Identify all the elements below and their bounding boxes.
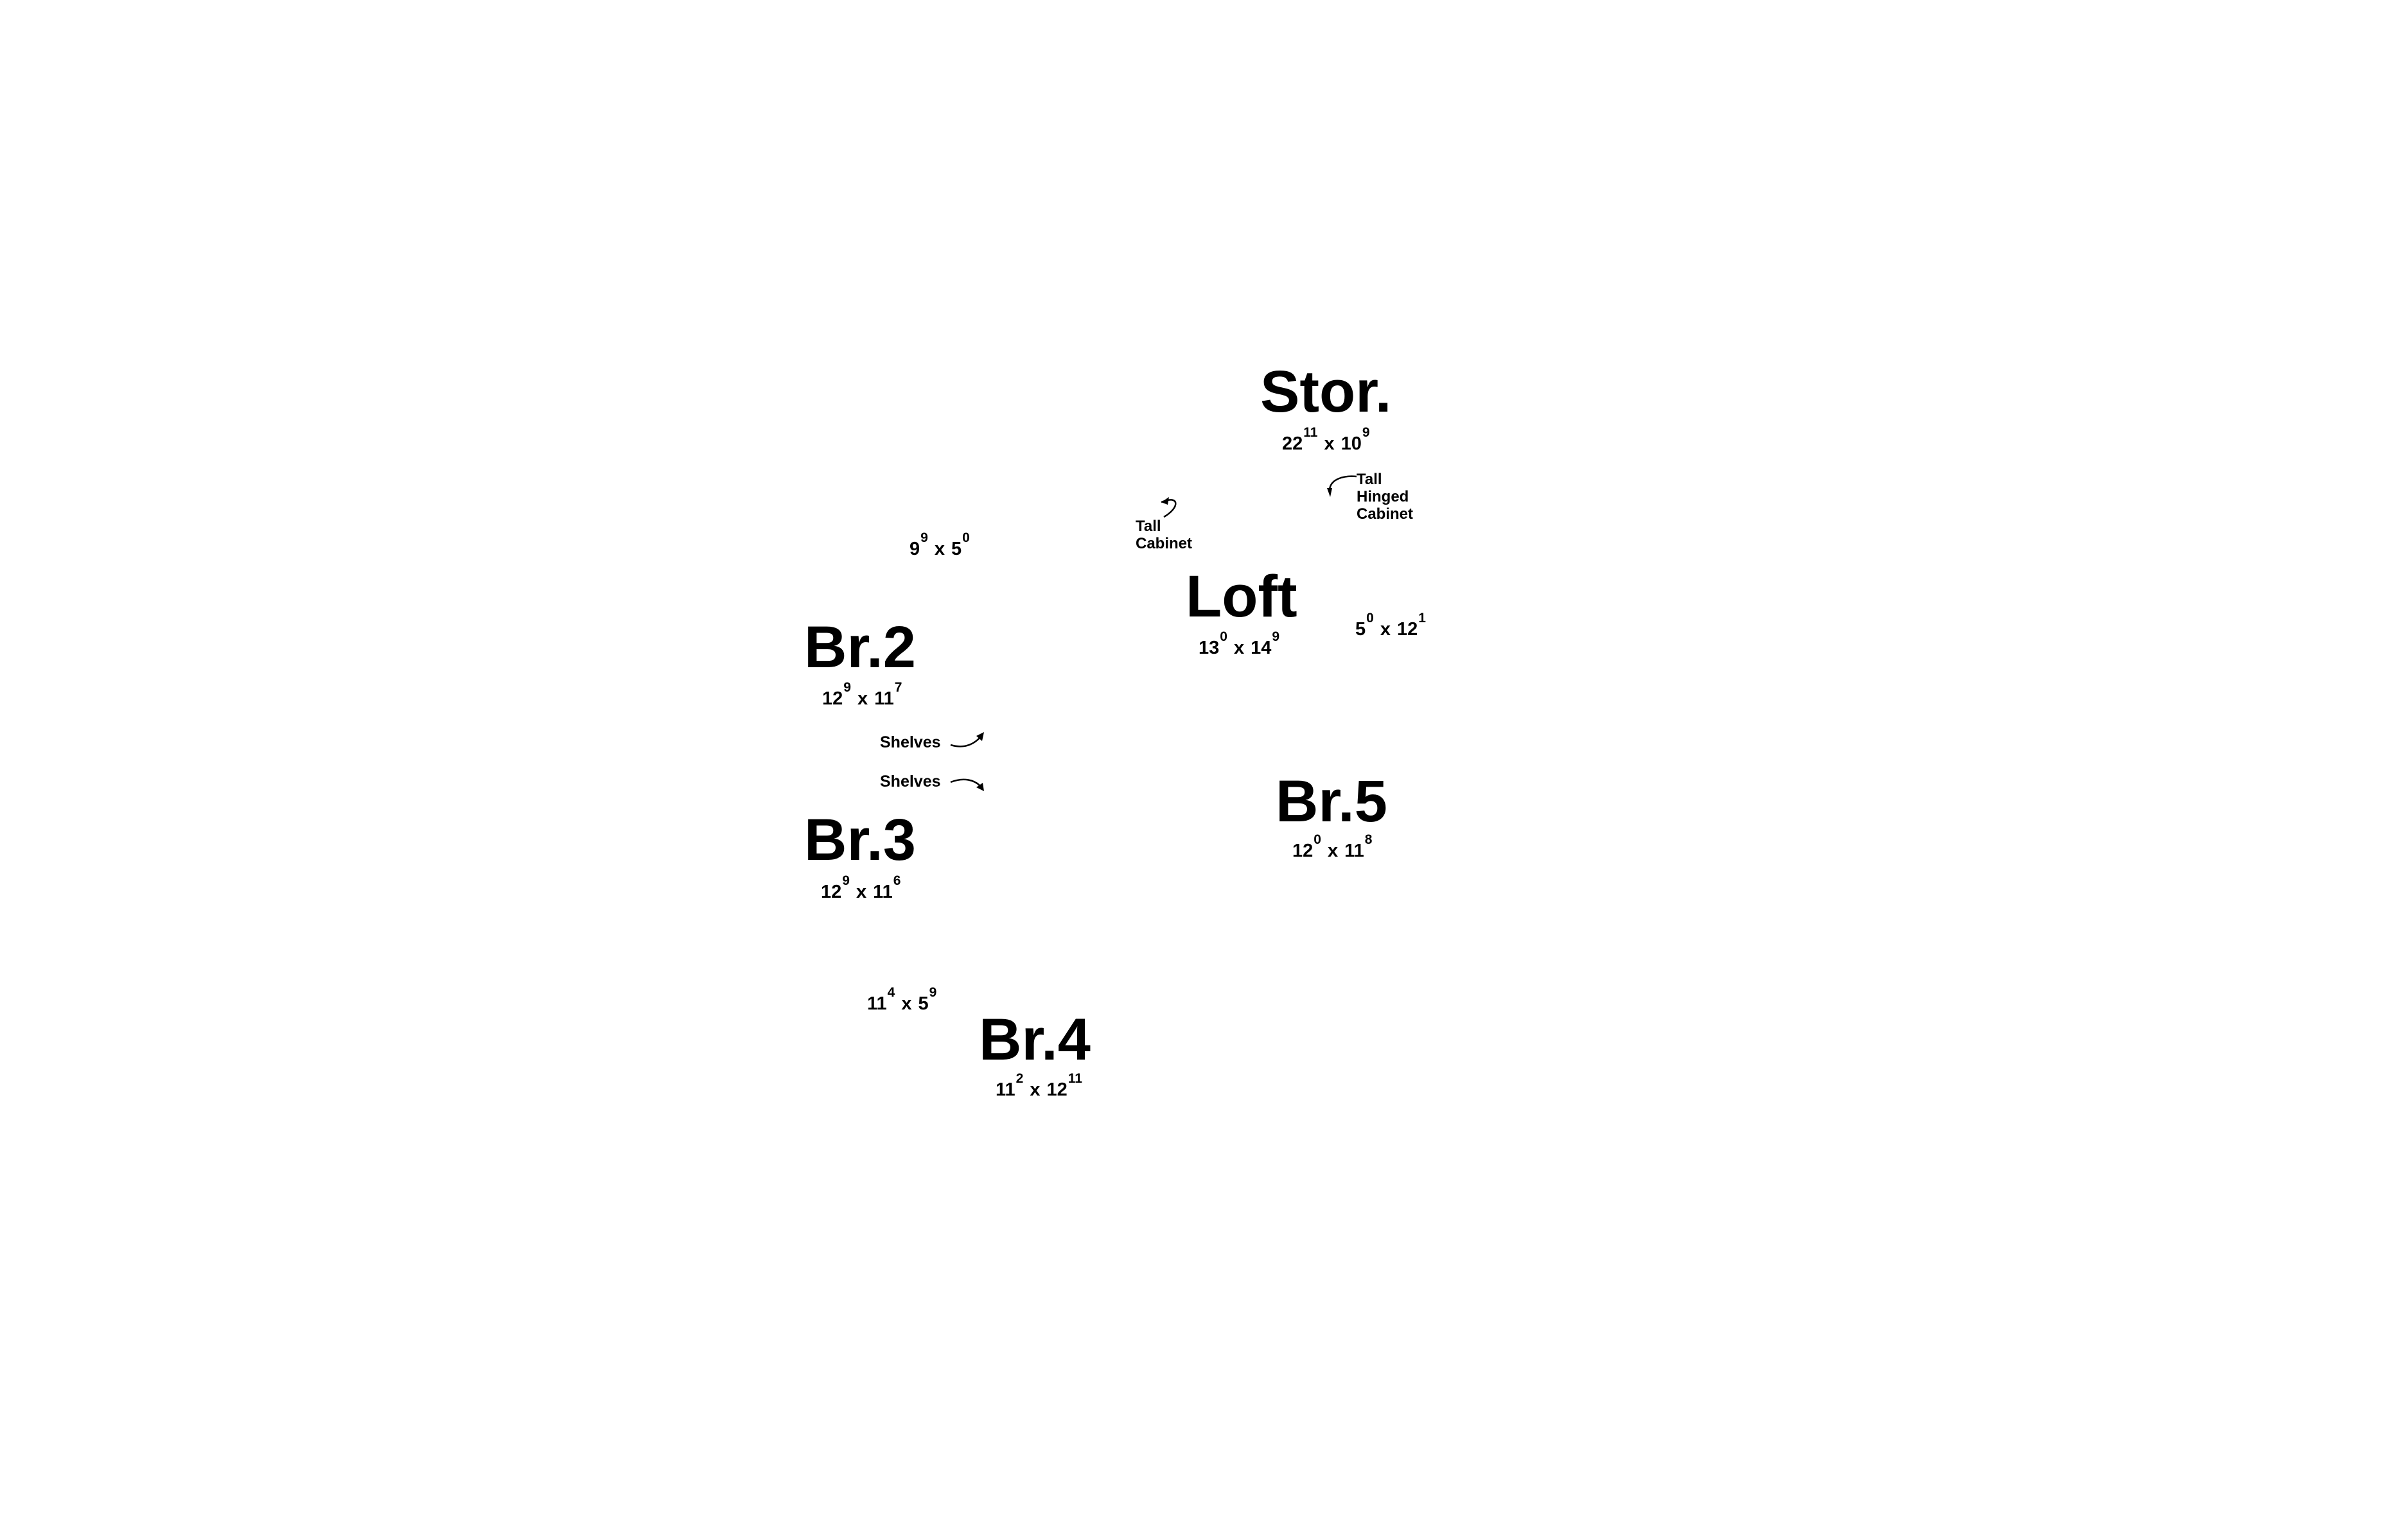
room-name-br3: Br.3 bbox=[804, 807, 916, 873]
shelves-upper-arrowhead bbox=[976, 732, 984, 741]
dim-length: 11 bbox=[874, 688, 894, 709]
room-dims-br3: 129x 116 bbox=[821, 874, 901, 902]
tall-hinged-cabinet-leader bbox=[1328, 475, 1357, 490]
dim-length-inches: 0 bbox=[962, 530, 970, 545]
dim-length: 10 bbox=[1340, 433, 1362, 454]
dim-length-inches: 9 bbox=[1272, 629, 1280, 644]
dim-width-inches: 0 bbox=[1314, 832, 1321, 847]
room-dims-br2: 129x 117 bbox=[822, 681, 902, 709]
dim-width: 13 bbox=[1199, 638, 1220, 658]
dim-length: 14 bbox=[1251, 638, 1272, 658]
dim-width: 12 bbox=[822, 688, 843, 709]
dim-width: 9 bbox=[910, 539, 920, 559]
dim-width-inches: 9 bbox=[843, 680, 851, 695]
note-tall-cabinet: Tall Cabinet bbox=[1136, 518, 1192, 552]
room-name-br5: Br.5 bbox=[1276, 769, 1387, 834]
note-tall-hinged-cabinet: Tall Hinged Cabinet bbox=[1357, 471, 1413, 523]
dim-separator: x bbox=[1327, 841, 1339, 861]
dim-length: 5 bbox=[951, 539, 962, 559]
dim-separator: x bbox=[1380, 619, 1391, 640]
room-name-stor: Stor. bbox=[1260, 359, 1392, 424]
dim-separator: x bbox=[857, 688, 868, 709]
dim-length-inches: 9 bbox=[929, 985, 937, 1000]
dim-length-inches: 6 bbox=[893, 873, 901, 888]
room-name-loft: Loft bbox=[1186, 564, 1297, 629]
dim-width-inches: 4 bbox=[887, 985, 895, 1000]
dim-length: 12 bbox=[1046, 1079, 1068, 1100]
dim-width-inches: 0 bbox=[1220, 629, 1227, 644]
dim-length: 5 bbox=[918, 993, 929, 1014]
note-line: Hinged bbox=[1357, 488, 1409, 505]
tall-hinged-cabinet-arrowhead bbox=[1327, 488, 1332, 497]
dim-width-inches: 9 bbox=[842, 873, 850, 888]
tall-cabinet-arrowhead bbox=[1161, 497, 1169, 505]
dim-width: 11 bbox=[867, 993, 887, 1014]
dim-separator: x bbox=[1324, 433, 1335, 454]
dim-separator: x bbox=[1233, 638, 1245, 658]
room-dims-loft: 130x 149 bbox=[1199, 630, 1279, 658]
dim-width-inches: 9 bbox=[920, 530, 928, 545]
dim-separator: x bbox=[1030, 1079, 1041, 1100]
dim-length-inches: 11 bbox=[1068, 1071, 1082, 1086]
dim-length-inches: 1 bbox=[1418, 611, 1426, 625]
note-line: Cabinet bbox=[1357, 505, 1414, 523]
dim-length-inches: 8 bbox=[1364, 832, 1373, 847]
dim-length-inches: 7 bbox=[894, 680, 902, 695]
dim-length: 11 bbox=[873, 882, 893, 902]
dim-width: 5 bbox=[1355, 619, 1366, 640]
dim-width: 22 bbox=[1282, 433, 1303, 454]
shelves-upper-leader bbox=[950, 735, 982, 747]
shelves-lower-arrowhead bbox=[976, 783, 984, 791]
dim-separator: x bbox=[856, 882, 867, 902]
note-line: Tall bbox=[1357, 471, 1382, 488]
dim-length-inches: 9 bbox=[1362, 425, 1370, 440]
dim-width: 11 bbox=[996, 1079, 1015, 1100]
note-line: Cabinet bbox=[1136, 535, 1193, 552]
dim-separator: x bbox=[901, 993, 912, 1014]
dim-length: 11 bbox=[1344, 841, 1364, 861]
note-shelves-lower: Shelves bbox=[880, 773, 941, 791]
note-line: Tall bbox=[1136, 518, 1161, 535]
dim-length: 12 bbox=[1396, 619, 1418, 640]
room-name-br2: Br.2 bbox=[804, 615, 916, 680]
dim-width: 12 bbox=[1292, 841, 1314, 861]
dim-separator: x bbox=[934, 539, 945, 559]
dim-width: 12 bbox=[821, 882, 842, 902]
room-name-br4: Br.4 bbox=[979, 1007, 1091, 1072]
dim-width-inches: 2 bbox=[1015, 1071, 1024, 1086]
tall-cabinet-leader bbox=[1161, 499, 1177, 518]
note-shelves-upper: Shelves bbox=[880, 733, 941, 751]
dim-width-inches: 0 bbox=[1366, 611, 1374, 625]
shelves-lower-leader bbox=[950, 778, 982, 788]
dim-width-inches: 11 bbox=[1303, 425, 1318, 440]
